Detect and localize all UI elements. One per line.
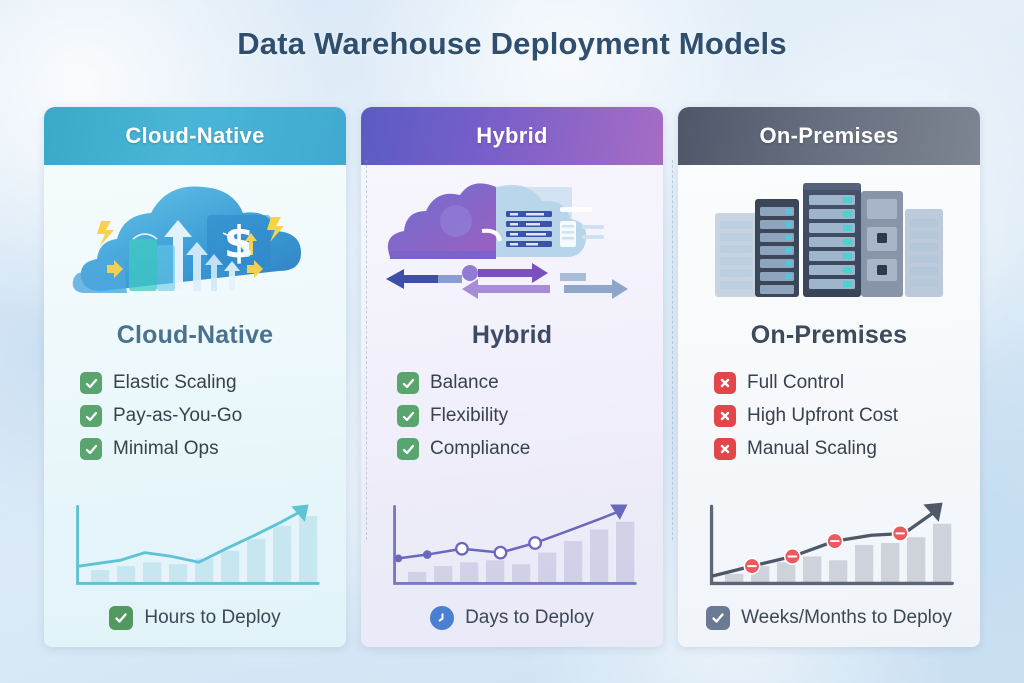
footer-cloud-native: Hours to Deploy [44,589,346,647]
feature-item: Balance [397,372,663,394]
card-body-on-premises: On-Premises Full Control High Upfront Co… [678,165,980,647]
card-header-hybrid: Hybrid [361,107,663,165]
check-icon [80,372,102,394]
card-header-on-premises: On-Premises [678,107,980,165]
hybrid-growth-chart [361,489,663,589]
cloud-growth-illustration: $ [44,171,346,311]
card-header-cloud-native: Cloud-Native [44,107,346,165]
check-icon [80,438,102,460]
feature-item: High Upfront Cost [714,405,980,427]
feature-item: Flexibility [397,405,663,427]
card-title-hybrid: Hybrid [471,321,553,349]
feature-list-hybrid: Balance Flexibility Compliance [361,372,663,460]
card-title-cloud-native: Cloud-Native [116,321,274,349]
check-icon [80,405,102,427]
card-divider-1 [366,160,367,540]
footer-label: Hours to Deploy [144,607,281,628]
card-divider-2 [672,160,673,540]
check-icon [397,405,419,427]
check-icon [109,606,134,630]
feature-label: Balance [430,372,499,393]
checkbox-icon [706,606,731,630]
feature-list-cloud-native: Elastic Scaling Pay-as-You-Go Minimal Op… [44,372,346,460]
footer-label: Days to Deploy [465,607,594,628]
card-body-hybrid: Hybrid Balance Flexibility [361,165,663,647]
feature-item: Minimal Ops [80,438,346,460]
x-icon [714,405,736,427]
feature-label: Pay-as-You-Go [113,405,243,426]
card-cloud-native[interactable]: Cloud-Native [44,107,346,647]
page-title: Data Warehouse Deployment Models [237,26,787,61]
cloud-native-growth-chart [44,489,346,589]
card-title-on-premises: On-Premises [750,321,908,349]
check-icon [397,438,419,460]
footer-label: Weeks/Months to Deploy [741,607,952,628]
card-on-premises[interactable]: On-Premises [678,107,980,647]
feature-label: Flexibility [430,405,509,426]
feature-item: Full Control [714,372,980,394]
feature-label: Elastic Scaling [113,372,237,393]
footer-on-premises: Weeks/Months to Deploy [678,589,980,647]
feature-item: Manual Scaling [714,438,980,460]
clock-icon [430,606,455,630]
feature-item: Compliance [397,438,663,460]
feature-label: Manual Scaling [747,438,877,459]
deployment-model-cards: Cloud-Native [44,107,980,647]
hybrid-cloud-arrows-illustration [361,171,663,311]
feature-label: Compliance [430,438,531,459]
x-icon [714,438,736,460]
feature-list-on-premises: Full Control High Upfront Cost Manual Sc… [678,372,980,460]
feature-item: Elastic Scaling [80,372,346,394]
x-icon [714,372,736,394]
footer-hybrid: Days to Deploy [361,589,663,647]
feature-label: Full Control [747,372,845,393]
card-hybrid[interactable]: Hybrid [361,107,663,647]
card-body-cloud-native: $ [44,165,346,647]
on-premises-growth-chart [678,489,980,589]
server-racks-illustration [678,171,980,311]
check-icon [397,372,419,394]
feature-item: Pay-as-You-Go [80,405,346,427]
feature-label: Minimal Ops [113,438,219,459]
feature-label: High Upfront Cost [747,405,899,426]
